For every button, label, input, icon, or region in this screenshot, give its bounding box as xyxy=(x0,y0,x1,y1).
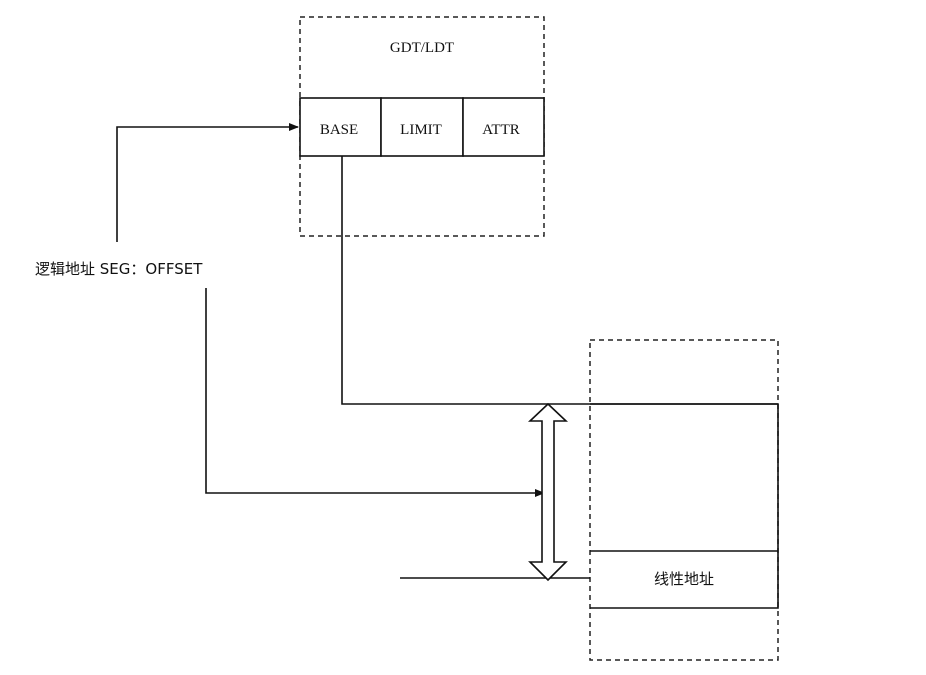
offset-arrow xyxy=(205,288,545,497)
logical-address-label: 逻辑地址 SEG：OFFSET xyxy=(35,260,203,278)
linear-address-label: 线性地址 xyxy=(654,570,714,588)
linear-memory-frame xyxy=(589,339,779,661)
base-line xyxy=(341,156,778,405)
segment-box xyxy=(590,403,779,609)
descriptor-limit-label: LIMIT xyxy=(400,122,442,138)
offset-span-double-arrow xyxy=(527,402,569,582)
descriptor-limit-cell xyxy=(380,97,464,157)
gdt-ldt-title: GDT/LDT xyxy=(390,40,454,56)
selector-arrow xyxy=(116,123,299,242)
descriptor-attr-cell xyxy=(462,97,545,157)
segment-descriptor-row: BASE LIMIT ATTR xyxy=(299,97,545,157)
descriptor-attr-label: ATTR xyxy=(482,122,520,138)
descriptor-base-label: BASE xyxy=(320,122,358,138)
